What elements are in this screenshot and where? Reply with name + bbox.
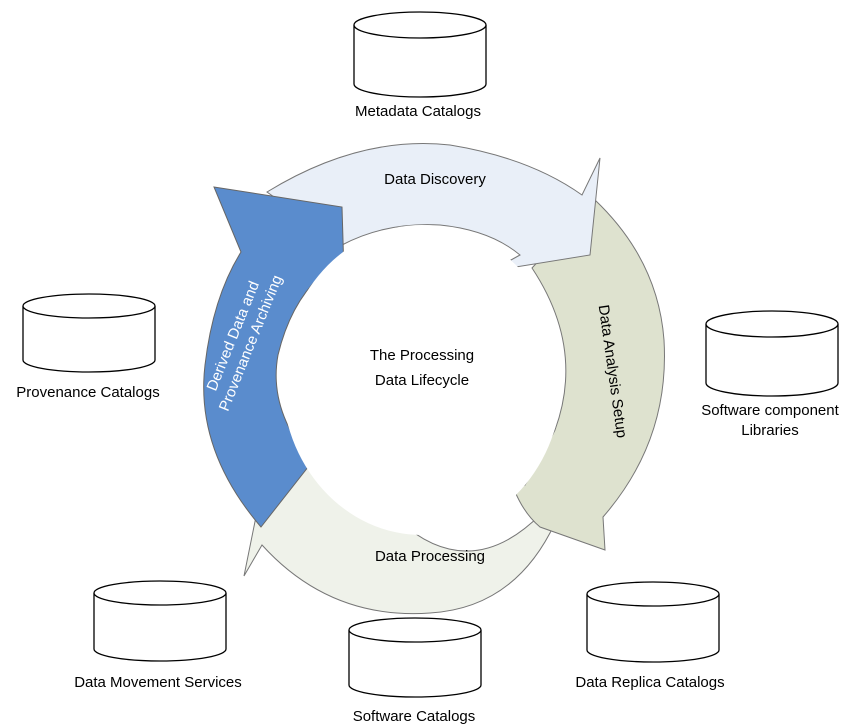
data-movement-services-db: Data Movement Services <box>74 580 242 691</box>
data-discovery-arrow <box>266 143 601 272</box>
metadata-catalogs-db: Metadata Catalogs <box>353 11 487 120</box>
software-component-libraries-db: Software component Libraries <box>701 310 840 439</box>
software-catalogs-label: Software Catalogs <box>353 708 476 725</box>
database-icon <box>22 306 156 373</box>
metadata-catalogs-label: Metadata Catalogs <box>355 103 481 120</box>
database-icon <box>353 25 487 98</box>
center-title-line1: The Processing <box>370 347 474 364</box>
provenance-catalogs-label: Provenance Catalogs <box>16 384 159 401</box>
database-icon <box>348 630 482 698</box>
software-component-label-line2: Libraries <box>741 422 799 439</box>
data-movement-services-label: Data Movement Services <box>74 674 242 691</box>
database-icon <box>93 593 227 662</box>
database-icon <box>586 594 720 663</box>
software-component-label-line1: Software component <box>701 402 839 419</box>
data-replica-catalogs-label: Data Replica Catalogs <box>575 674 724 691</box>
provenance-catalogs-db: Provenance Catalogs <box>16 293 160 401</box>
database-icon <box>705 324 839 397</box>
cycle-ring <box>203 143 665 615</box>
software-catalogs-db: Software Catalogs <box>348 617 482 725</box>
data-discovery-label: Data Discovery <box>384 171 486 188</box>
data-replica-catalogs-db: Data Replica Catalogs <box>575 581 725 691</box>
cycle-center <box>282 225 562 535</box>
center-title-line2: Data Lifecycle <box>375 372 469 389</box>
data-processing-label: Data Processing <box>375 548 485 565</box>
archiving-arrow <box>203 186 346 528</box>
